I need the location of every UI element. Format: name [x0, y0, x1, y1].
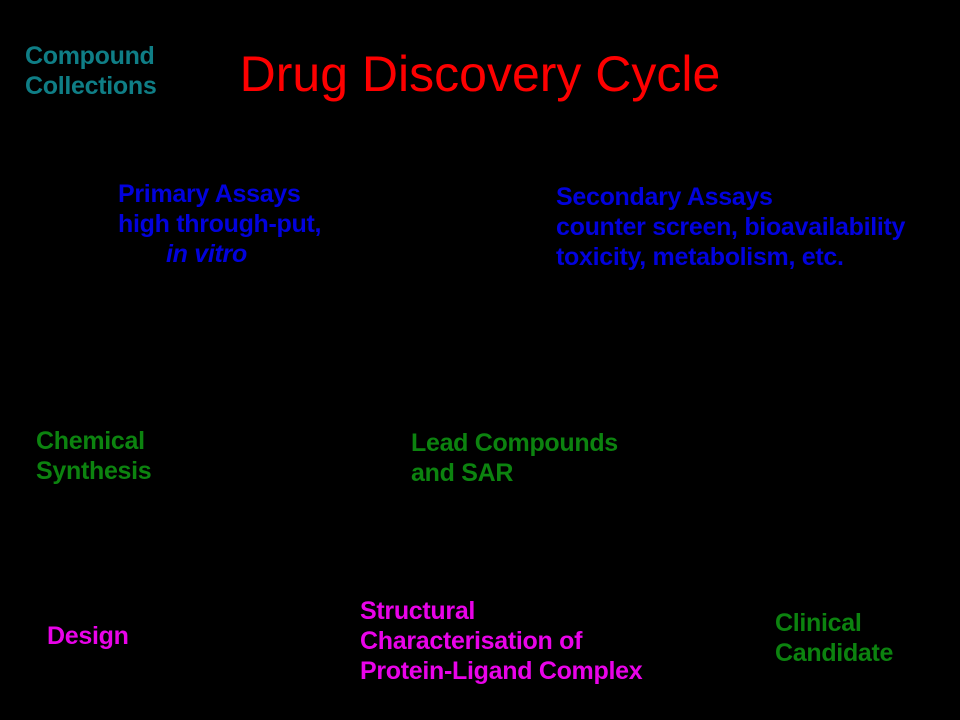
stage-label-line: Characterisation of: [360, 627, 583, 655]
stage-label-line: Primary Assays: [118, 180, 301, 208]
stage-design: Design: [47, 621, 129, 651]
stage-label-line: Design: [47, 622, 129, 650]
stage-structural-characterisation: Structural Characterisation of Protein-L…: [360, 596, 643, 686]
stage-label-line: Secondary Assays: [556, 183, 773, 211]
stage-label-line: high through-put,: [118, 210, 322, 238]
stage-label-line: counter screen, bioavailability: [556, 213, 906, 241]
stage-primary-assays: Primary Assays high through-put, in vitr…: [118, 179, 321, 269]
stage-clinical-candidate: Clinical Candidate: [775, 608, 893, 668]
stage-label-line: Synthesis: [36, 457, 152, 485]
stage-label-line: Protein-Ligand Complex: [360, 657, 643, 685]
stage-label-line-italic: in vitro: [166, 240, 247, 268]
stage-label-line: Lead Compounds: [411, 429, 618, 457]
stage-label-line: Compound: [25, 42, 155, 70]
stage-compound-collections: Compound Collections: [25, 41, 157, 101]
stage-label-line: Collections: [25, 72, 157, 100]
stage-lead-compounds-sar: Lead Compounds and SAR: [411, 428, 618, 488]
stage-label-line: toxicity, metabolism, etc.: [556, 243, 844, 271]
stage-chemical-synthesis: Chemical Synthesis: [36, 426, 152, 486]
stage-secondary-assays: Secondary Assays counter screen, bioavai…: [556, 182, 905, 272]
stage-label-line: Structural: [360, 597, 476, 625]
slide-title: Drug Discovery Cycle: [239, 45, 721, 102]
stage-label-line: Chemical: [36, 427, 145, 455]
stage-label-line: and SAR: [411, 459, 514, 487]
stage-label-line: Clinical: [775, 609, 862, 637]
stage-label-line: Candidate: [775, 639, 894, 667]
